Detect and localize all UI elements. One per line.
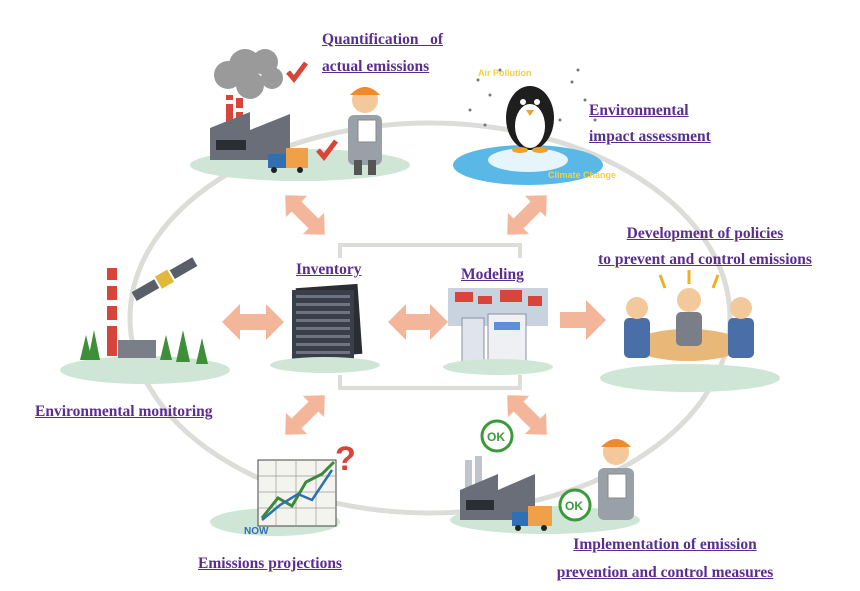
- ground-patch: [60, 356, 230, 384]
- ok-badge: OK: [558, 488, 592, 522]
- server-rack-icon: [270, 283, 380, 373]
- question-mark-icon: ?: [335, 440, 356, 478]
- world-map-screen-icon: [443, 288, 553, 375]
- truck-icon: [512, 506, 552, 531]
- ground-patch: [600, 364, 780, 392]
- checkmark-icon: [316, 139, 338, 161]
- label-modeling[interactable]: Modeling: [461, 266, 524, 283]
- monitoring-scene: [60, 257, 230, 384]
- label-impact-line1[interactable]: Environmental: [589, 102, 689, 119]
- label-implementation-line1[interactable]: Implementation of emission: [573, 536, 757, 553]
- climate-change-badge: Climate Change: [548, 170, 616, 180]
- checkmark-icon: [286, 61, 308, 83]
- label-policies-line2[interactable]: to prevent and control emissions: [598, 251, 812, 268]
- alert-rays: [658, 270, 720, 289]
- label-emissions-projections[interactable]: Emissions projections: [198, 555, 342, 572]
- arrow-quantification-inventory: [285, 195, 325, 235]
- tree-icon: [80, 330, 208, 364]
- label-implementation-line2[interactable]: prevention and control measures: [556, 564, 774, 581]
- meeting-scene: [600, 270, 780, 392]
- growth-chart-icon: [257, 459, 337, 527]
- satellite-icon: [131, 257, 198, 301]
- arrow-modeling-implementation: [507, 395, 547, 435]
- arrow-impact-modeling: [507, 195, 547, 235]
- pollution-dots: [468, 68, 597, 127]
- label-environmental-monitoring[interactable]: Environmental monitoring: [35, 403, 213, 420]
- tower-icon: [107, 268, 117, 356]
- quantification-scene: [190, 49, 410, 181]
- label-policies-line1[interactable]: Development of policies: [626, 225, 784, 242]
- factory-icon: [460, 456, 535, 520]
- truck-icon: [268, 148, 308, 173]
- ok-badge: OK: [480, 419, 514, 453]
- meeting-icon: [624, 288, 754, 361]
- air-pollution-badge: Air Pollution: [478, 68, 532, 78]
- now-badge: NOW: [244, 526, 269, 537]
- arrow-inventory-projections: [285, 395, 325, 435]
- worker-icon: [348, 87, 382, 175]
- svg-text:OK: OK: [565, 499, 583, 513]
- arrow-modeling-policies: [560, 300, 606, 340]
- arrow-inventory-modeling: [388, 304, 448, 340]
- label-quantification-line2[interactable]: actual emissions: [322, 58, 430, 75]
- building: [118, 340, 156, 358]
- svg-text:OK: OK: [487, 430, 505, 444]
- arrows: [222, 195, 606, 435]
- smoke-cloud-icon: [214, 49, 283, 99]
- label-impact-line2[interactable]: impact assessment: [589, 128, 711, 145]
- label-quantification-line1[interactable]: Quantification of: [322, 31, 443, 48]
- arrow-monitoring-inventory: [222, 304, 284, 340]
- center-frame: [338, 243, 522, 390]
- worker-icon: [598, 439, 634, 520]
- impact-scene: Air Pollution Climate Change: [453, 68, 616, 185]
- cycle-ring: [127, 120, 733, 516]
- factory-icon: [210, 95, 290, 160]
- implementation-scene: OK OK: [450, 419, 640, 534]
- penguin-icon: [506, 86, 554, 153]
- projections-scene: ? NOW: [210, 440, 356, 537]
- computer-tower: [461, 313, 527, 363]
- label-inventory[interactable]: Inventory: [296, 261, 362, 278]
